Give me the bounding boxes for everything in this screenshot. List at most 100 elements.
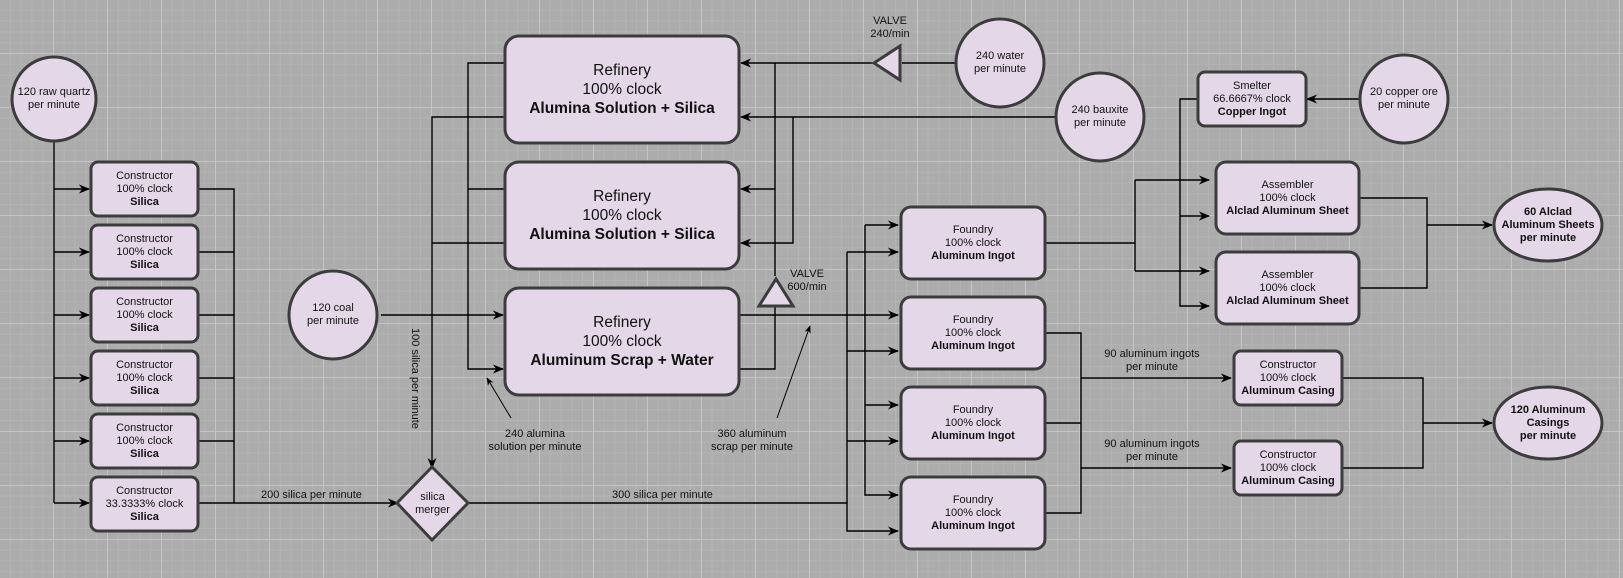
- machine-clock: 100% clock: [116, 308, 173, 321]
- edge-label-scrap-360: 360 aluminum scrap per minute: [702, 428, 802, 454]
- source-water-shape: [954, 17, 1046, 109]
- source-copper-ore[interactable]: 20 copper ore per minute: [1360, 55, 1448, 143]
- machine-clock: 100% clock: [944, 416, 1002, 429]
- edge-label-line: 240 alumina: [505, 428, 565, 440]
- machine-recipe: Alclad Aluminum Sheet: [1226, 204, 1349, 217]
- output-alclad-shape: [1492, 187, 1604, 263]
- foundry-1[interactable]: Foundry 100% clock Aluminum Ingot: [901, 207, 1045, 279]
- assembler-2-shape: [1214, 250, 1361, 326]
- output-label: 120 Aluminum: [1510, 403, 1586, 416]
- source-label: 240 water: [975, 50, 1025, 62]
- machine-name: Constructor: [116, 484, 173, 497]
- constructor-silica-6[interactable]: Constructor 33.3333% clock Silica: [91, 477, 198, 531]
- edge-label-line: 360 aluminum: [717, 428, 787, 440]
- silica-merger[interactable]: silica merger: [397, 467, 468, 540]
- foundry-2[interactable]: Foundry 100% clock Aluminum Ingot: [901, 297, 1045, 369]
- constructor-silica-2[interactable]: Constructor 100% clock Silica: [91, 225, 198, 279]
- edges: [53, 58, 1494, 536]
- constructor-silica-1[interactable]: Constructor 100% clock Silica: [91, 162, 198, 216]
- source-coal[interactable]: 120 coal per minute: [289, 271, 377, 359]
- edge-label-line: per minute: [1126, 361, 1178, 373]
- machine-name: Refinery: [593, 188, 651, 205]
- valve-title: VALVE: [790, 268, 824, 280]
- constructor-5-shape: [89, 412, 200, 470]
- constructor-silica-5[interactable]: Constructor 100% clock Silica: [91, 414, 198, 468]
- machine-name: Constructor: [116, 169, 173, 182]
- constructor-3-shape: [89, 286, 200, 344]
- machine-name: Constructor: [1259, 358, 1317, 371]
- machine-recipe: Aluminum Ingot: [931, 339, 1015, 352]
- source-label: 20 copper ore: [1370, 86, 1438, 98]
- machine-name: Foundry: [952, 493, 994, 506]
- merger-label: merger: [415, 503, 450, 516]
- source-label: per minute: [974, 63, 1026, 75]
- machine-name: Constructor: [116, 295, 173, 308]
- foundry-4[interactable]: Foundry 100% clock Aluminum Ingot: [901, 477, 1045, 549]
- constructor-silica-3[interactable]: Constructor 100% clock Silica: [91, 288, 198, 342]
- refinery-2-shape: [503, 160, 741, 271]
- assembler-2[interactable]: Assembler 100% clock Alclad Aluminum She…: [1216, 252, 1359, 324]
- edge-ref-silica-down: [427, 116, 505, 470]
- machine-clock: 100% clock: [582, 81, 662, 98]
- machine-recipe: Aluminum Casing: [1241, 384, 1335, 397]
- machine-clock: 100% clock: [116, 434, 173, 447]
- assembler-1[interactable]: Assembler 100% clock Alclad Aluminum She…: [1216, 162, 1359, 234]
- refinery-1[interactable]: Refinery 100% clock Alumina Solution + S…: [505, 36, 739, 143]
- machine-recipe: Aluminum Casing: [1241, 474, 1335, 487]
- output-label: 60 Alclad: [1524, 205, 1572, 218]
- merger-shape: [394, 464, 471, 543]
- edge-alumina-bus: [467, 62, 505, 374]
- output-label: per minute: [1519, 429, 1577, 442]
- output-casings-shape: [1492, 385, 1604, 461]
- edge-alumina-annot: [486, 377, 512, 419]
- machine-recipe: Aluminum Scrap + Water: [530, 352, 714, 369]
- foundry-3[interactable]: Foundry 100% clock Aluminum Ingot: [901, 387, 1045, 459]
- output-label: Casings: [1526, 416, 1570, 429]
- machine-clock: 100% clock: [944, 506, 1002, 519]
- machine-recipe: Aluminum Ingot: [931, 249, 1015, 262]
- machine-clock: 100% clock: [116, 245, 173, 258]
- source-label: per minute: [1378, 99, 1430, 111]
- constructor-casing-1[interactable]: Constructor 100% clock Aluminum Casing: [1234, 351, 1342, 405]
- constructor-casing-2[interactable]: Constructor 100% clock Aluminum Casing: [1234, 441, 1342, 495]
- edge-label-ingots-90-a: 90 aluminum ingots per minute: [1097, 348, 1207, 374]
- refinery-2[interactable]: Refinery 100% clock Alumina Solution + S…: [505, 162, 739, 269]
- refinery-3[interactable]: Refinery 100% clock Aluminum Scrap + Wat…: [505, 288, 739, 395]
- foundry-2-shape: [899, 295, 1047, 371]
- machine-clock: 100% clock: [944, 326, 1002, 339]
- source-raw-quartz[interactable]: 120 raw quartz per minute: [12, 57, 96, 141]
- machine-name: Constructor: [116, 421, 173, 434]
- source-water[interactable]: 240 water per minute: [956, 19, 1044, 107]
- valve-rate: 600/min: [787, 281, 827, 293]
- machine-recipe: Alumina Solution + Silica: [529, 226, 715, 243]
- machine-name: Refinery: [593, 314, 651, 331]
- machine-recipe: Silica: [130, 384, 159, 397]
- machine-clock: 100% clock: [582, 207, 662, 224]
- valve-title: VALVE: [873, 15, 907, 27]
- machine-recipe: Silica: [130, 258, 159, 271]
- output-alclad-sheets[interactable]: 60 Alclad Aluminum Sheets per minute: [1494, 189, 1602, 261]
- edge-label-silica-100: 100 silica per minute: [409, 328, 421, 429]
- refinery-1-shape: [503, 34, 741, 145]
- edge-bauxite-ref2: [739, 117, 794, 248]
- machine-clock: 100% clock: [116, 371, 173, 384]
- edge-silica-300: [468, 502, 900, 536]
- source-bauxite[interactable]: 240 bauxite per minute: [1056, 73, 1144, 161]
- source-coal-shape: [287, 269, 379, 361]
- machine-clock: 100% clock: [1259, 191, 1316, 204]
- machine-recipe: Alumina Solution + Silica: [529, 100, 715, 117]
- edge-scrap-trunk: [864, 225, 900, 500]
- machine-clock: 100% clock: [1259, 461, 1317, 474]
- source-label: per minute: [28, 99, 80, 111]
- valve-240-shape: [871, 43, 902, 83]
- edge-casing-bus: [1342, 377, 1424, 469]
- constructor-silica-4[interactable]: Constructor 100% clock Silica: [91, 351, 198, 405]
- machine-name: Refinery: [593, 62, 651, 79]
- machine-name: Foundry: [952, 223, 994, 236]
- edge-label-silica-200: 200 silica per minute: [261, 489, 362, 501]
- edge-label-ingots-90-b: 90 aluminum ingots per minute: [1097, 438, 1207, 464]
- smelter-copper[interactable]: Smelter 66.6667% clock Copper Ingot: [1198, 72, 1306, 126]
- edge-label-silica-300: 300 silica per minute: [612, 489, 713, 501]
- machine-name: Assembler: [1261, 178, 1314, 191]
- output-aluminum-casings[interactable]: 120 Aluminum Casings per minute: [1494, 387, 1602, 459]
